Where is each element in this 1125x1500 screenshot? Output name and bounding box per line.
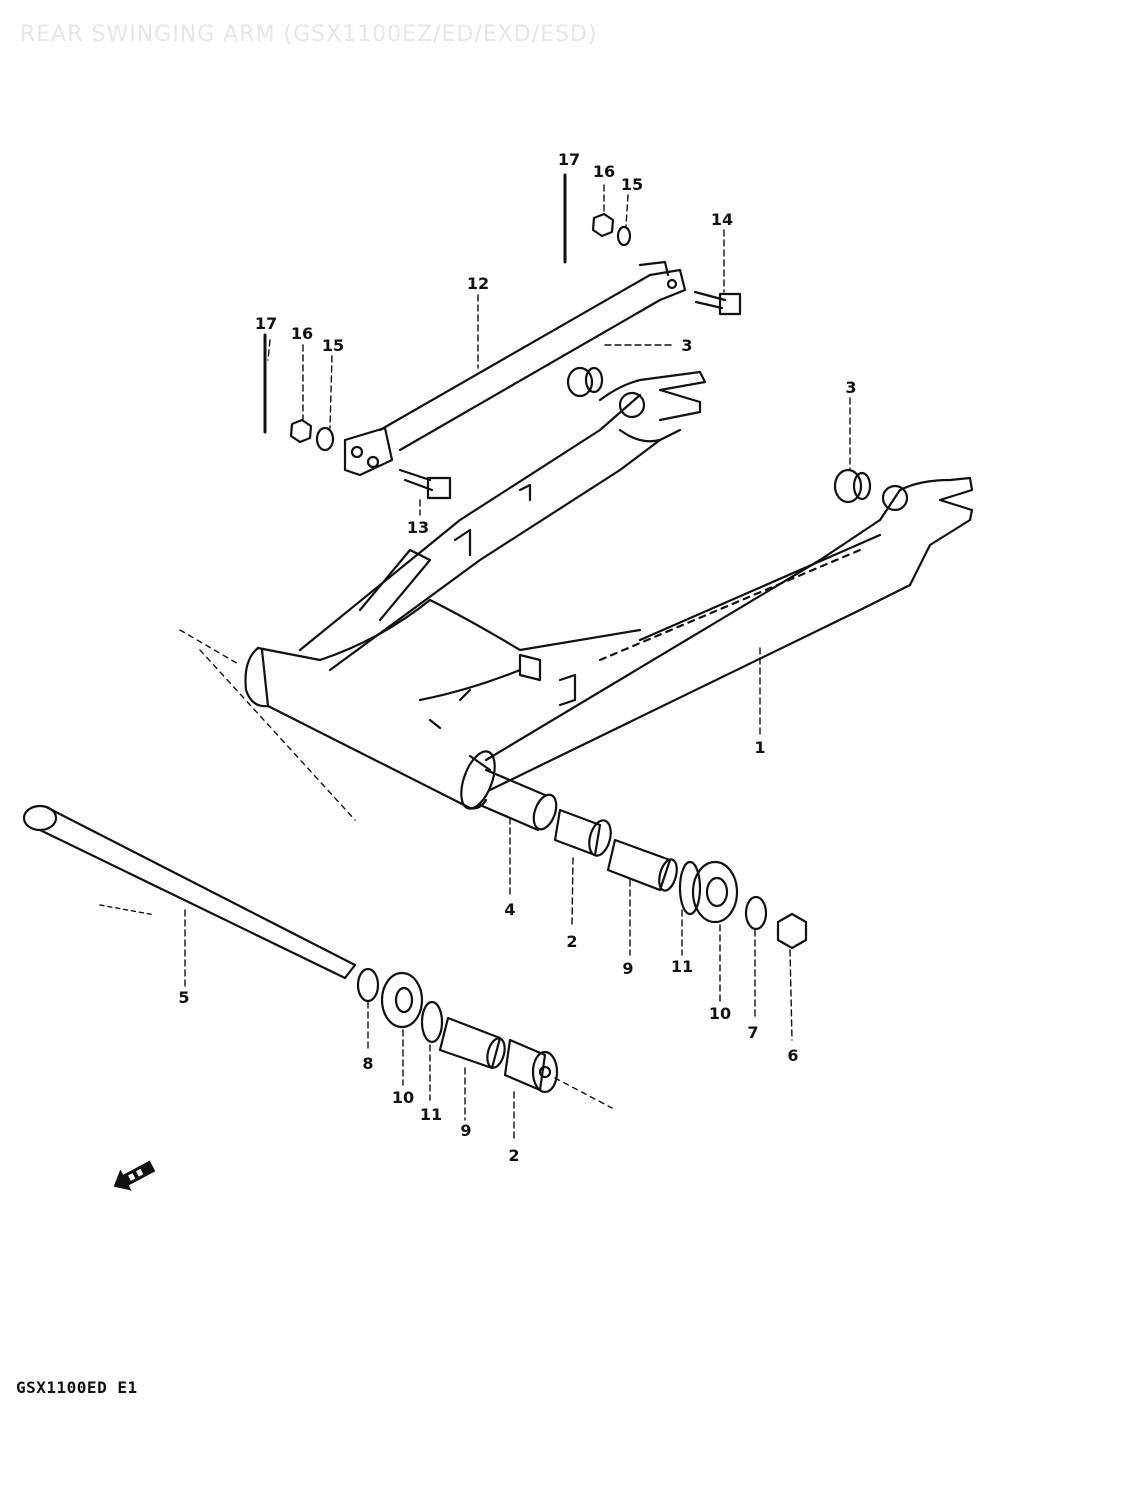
part-label-12: 12: [467, 274, 489, 293]
bolt-13: [398, 468, 452, 500]
part-label-3: 3: [845, 378, 856, 397]
part-label-4: 4: [504, 900, 515, 919]
part-label-8: 8: [362, 1054, 373, 1073]
bearing-2-right: [553, 808, 612, 857]
washer-15-upper: [616, 225, 632, 247]
part-label-9: 9: [460, 1121, 471, 1140]
nut-16-lower: [289, 418, 313, 444]
part-label-10: 10: [709, 1004, 731, 1023]
part-label-9: 9: [622, 959, 633, 978]
nut-6: [776, 912, 808, 950]
pivot-bush-4: [478, 768, 558, 832]
part-label-17: 17: [558, 150, 580, 169]
washer-7: [744, 895, 768, 931]
torque-rod: [343, 260, 687, 477]
leader-lines: [184, 177, 851, 1141]
pivot-shaft-5: [22, 804, 357, 980]
model-code: GSX1100ED E1: [16, 1378, 138, 1397]
part-label-15: 15: [621, 175, 643, 194]
seal-11-right: [678, 860, 702, 916]
bolt-14: [693, 290, 742, 316]
part-label-5: 5: [178, 988, 189, 1007]
washer-8: [356, 967, 380, 1003]
spacer-9-right: [606, 838, 678, 892]
part-label-16: 16: [593, 162, 615, 181]
spacer-9-left: [438, 1016, 506, 1070]
swing-arm: [179, 370, 974, 821]
part-label-10: 10: [392, 1088, 414, 1107]
part-label-16: 16: [291, 324, 313, 343]
front-direction-arrow-icon: [113, 1160, 156, 1191]
part-label-11: 11: [420, 1105, 442, 1124]
part-label-17: 17: [255, 314, 277, 333]
bearing-2-left: [503, 1038, 613, 1109]
part-label-3: 3: [681, 336, 692, 355]
cap-10-right: [691, 860, 739, 924]
part-label-2: 2: [508, 1146, 519, 1165]
part-label-6: 6: [787, 1046, 798, 1065]
washer-15-lower: [315, 426, 335, 452]
bushing-3-left: [566, 366, 604, 398]
part-label-13: 13: [407, 518, 429, 537]
cap-10-left: [380, 971, 424, 1029]
nut-16-upper: [591, 212, 615, 238]
page-title: REAR SWINGING ARM (GSX1100EZ/ED/EXD/ESD): [20, 22, 598, 47]
part-label-2: 2: [566, 932, 577, 951]
part-label-15: 15: [322, 336, 344, 355]
bushing-3-right: [833, 468, 872, 504]
part-label-7: 7: [747, 1023, 758, 1042]
part-label-14: 14: [711, 210, 733, 229]
part-label-11: 11: [671, 957, 693, 976]
part-label-1: 1: [754, 738, 765, 757]
seal-11-left: [420, 1000, 444, 1044]
